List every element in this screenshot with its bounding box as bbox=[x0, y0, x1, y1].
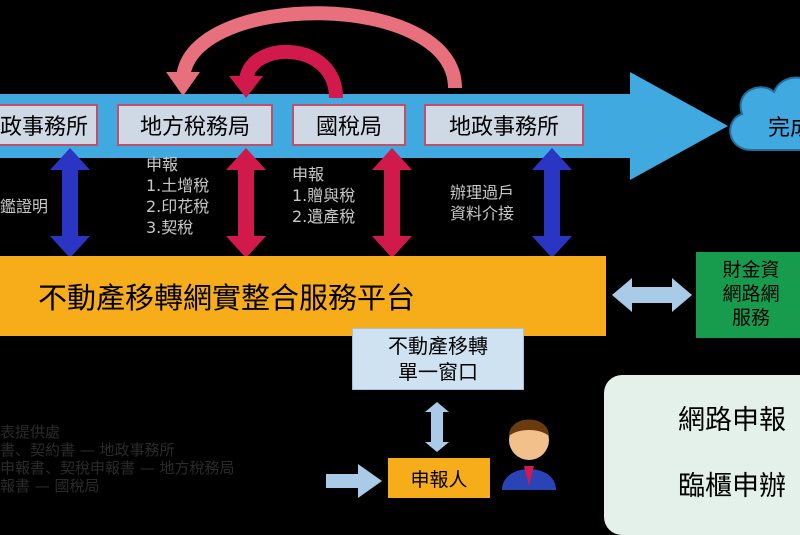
declarant-box: 申報人 bbox=[388, 458, 490, 498]
side-note-line: 書、契約書 — 地政事務所 bbox=[0, 441, 175, 459]
financial-line1: 財金資 bbox=[722, 259, 780, 281]
national-tax-bureau-box: 國稅局 bbox=[292, 104, 406, 146]
financial-network-box: 財金資 網路網 服務 bbox=[696, 252, 800, 338]
single-window-box: 不動產移轉 單一窗口 bbox=[352, 328, 524, 390]
financial-line2: 網路網 bbox=[722, 283, 780, 305]
completion-label: 完成 bbox=[768, 116, 800, 141]
land-office-left-box: 政事務所 bbox=[0, 104, 98, 146]
input-arrow bbox=[326, 464, 382, 498]
window-declarant-arrow bbox=[425, 402, 449, 452]
online-arrow-local-tax bbox=[226, 148, 266, 258]
financial-line3: 服務 bbox=[731, 307, 770, 329]
legend-counter-label: 臨櫃申辦 bbox=[678, 471, 786, 502]
return-arc-large bbox=[176, 6, 462, 89]
platform-label: 不動產移轉網實整合服務平台 bbox=[38, 281, 416, 315]
national-tax-note: 申報 1.贈與稅 2.遺產稅 bbox=[292, 165, 356, 226]
side-note-line: 申報書、契稅申報書 — 地方稅務局 bbox=[0, 459, 235, 477]
land-office-note: 辦理過戶 資料介接 bbox=[450, 183, 515, 223]
person-icon bbox=[502, 419, 556, 490]
legend-panel bbox=[604, 375, 800, 535]
online-arrow-national-tax bbox=[372, 148, 412, 258]
integration-platform-bar: 不動產移轉網實整合服務平台 bbox=[0, 256, 606, 336]
left-note: 鑑證明 bbox=[0, 197, 49, 216]
side-note-line: 報書 — 國稅局 bbox=[0, 477, 100, 495]
return-arc-small-head bbox=[229, 76, 263, 98]
side-note-line: 表提供處 bbox=[0, 423, 61, 441]
legend-online-label: 網路申報 bbox=[678, 405, 786, 436]
financial-link-arrow bbox=[612, 278, 692, 312]
land-office-box: 地政事務所 bbox=[424, 104, 584, 146]
return-arc-large-head bbox=[166, 72, 200, 96]
single-window-line1: 不動產移轉 bbox=[388, 334, 488, 358]
counter-arrow-left bbox=[50, 148, 90, 258]
local-tax-note: 申報 1.土增稅 2.印花稅 3.契稅 bbox=[146, 155, 210, 237]
return-arc-small bbox=[239, 45, 343, 99]
completion-cloud-icon bbox=[729, 76, 800, 151]
counter-arrow-land-office bbox=[532, 148, 572, 258]
local-tax-bureau-box: 地方稅務局 bbox=[117, 104, 273, 146]
single-window-line2: 單一窗口 bbox=[398, 360, 478, 384]
